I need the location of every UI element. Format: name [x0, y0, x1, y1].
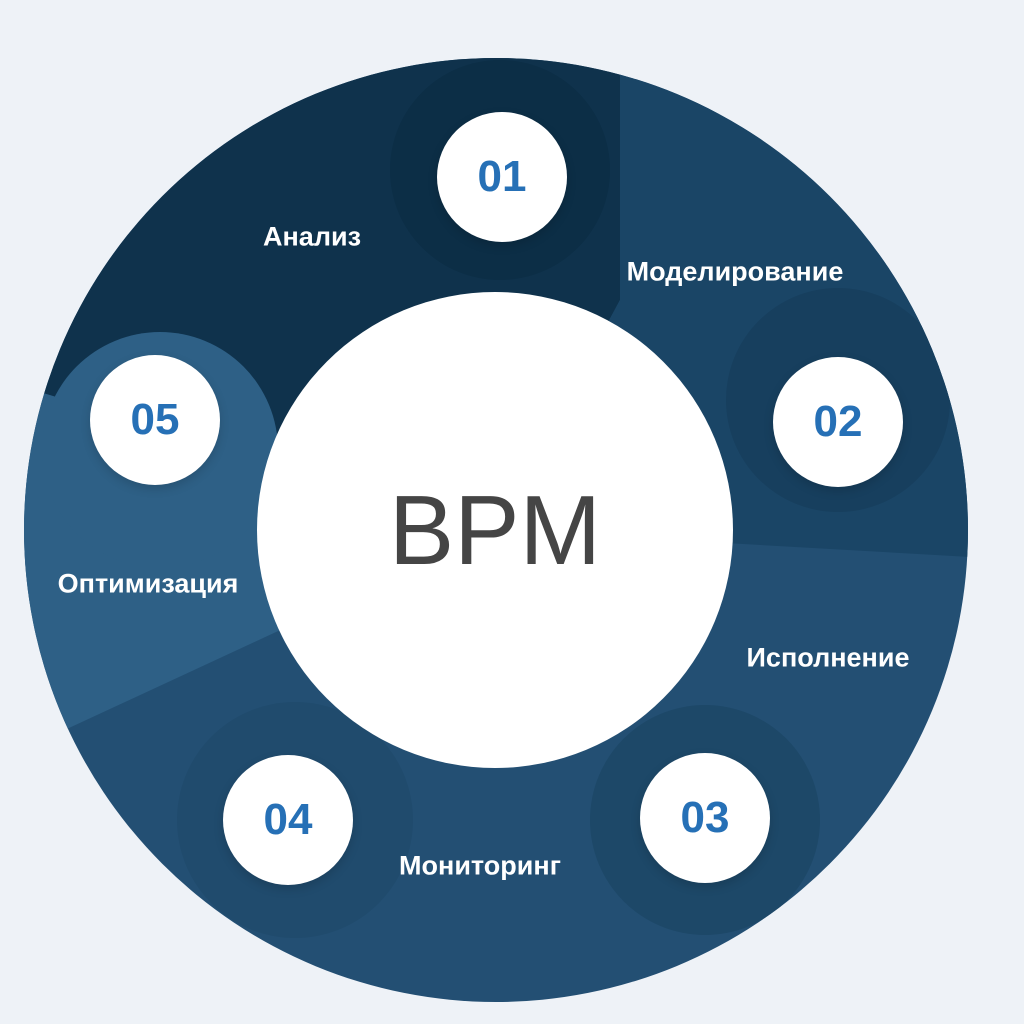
center-title: BPM — [388, 474, 602, 585]
stage-label-execution: Исполнение — [746, 642, 910, 673]
stage-badge-04: 04 — [223, 755, 353, 885]
stage-label-monitoring: Мониторинг — [399, 850, 561, 881]
stage-badge-03: 03 — [640, 753, 770, 883]
center-circle: BPM — [257, 292, 733, 768]
stage-badge-01: 01 — [437, 112, 567, 242]
stage-label-analysis: Анализ — [263, 221, 361, 252]
stage-badge-02: 02 — [773, 357, 903, 487]
stage-label-optimization: Оптимизация — [57, 568, 239, 599]
stage-badge-05: 05 — [90, 355, 220, 485]
stage-label-modeling: Моделирование — [626, 256, 844, 287]
